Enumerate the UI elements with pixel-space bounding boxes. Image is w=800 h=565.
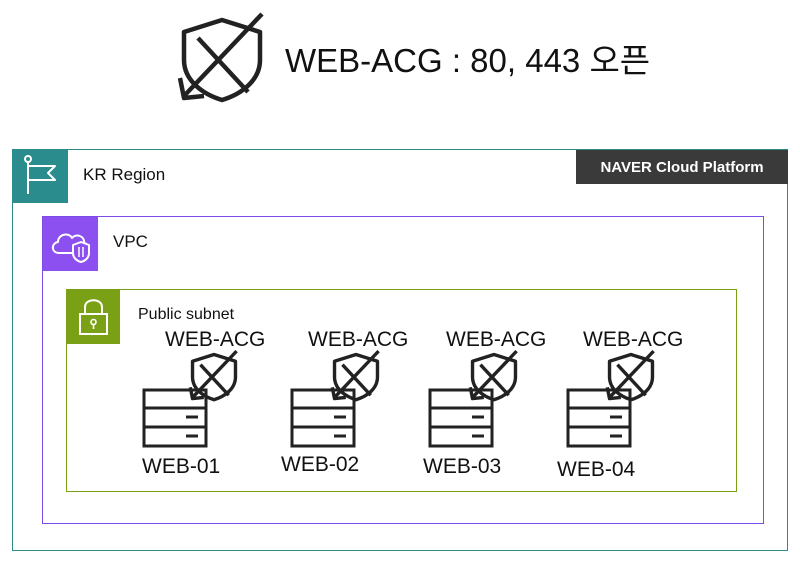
server-icon (428, 388, 494, 448)
vpc-badge (43, 217, 98, 271)
server-name: WEB-02 (281, 453, 360, 476)
acg-label: WEB-ACG (308, 328, 409, 351)
region-label: KR Region (83, 165, 166, 184)
subnet-container: Public subnet (66, 289, 737, 492)
acg-label: WEB-ACG (165, 328, 266, 351)
server-icon (290, 388, 356, 448)
server-name: WEB-03 (423, 455, 502, 478)
server-icon (142, 388, 208, 448)
acg-label: WEB-ACG (583, 328, 684, 351)
vpc-container: VPC (42, 216, 764, 524)
page-title: WEB-ACG : 80, 443 오픈 (285, 42, 651, 79)
subnet-label: Public subnet (138, 306, 235, 323)
server-name: WEB-04 (557, 458, 636, 481)
shield-off-icon (177, 12, 264, 103)
padlock-icon (79, 299, 108, 335)
brand-badge: NAVER Cloud Platform (576, 150, 788, 184)
server-icon (566, 388, 632, 448)
acg-label: WEB-ACG (446, 328, 547, 351)
server-name: WEB-01 (142, 455, 221, 478)
region-container: KR Region NAVER Cloud Platform (12, 149, 788, 551)
flag-icon (24, 155, 56, 194)
vpc-label: VPC (113, 232, 148, 251)
region-badge (13, 150, 68, 203)
subnet-badge (67, 290, 120, 344)
cloud-shield-icon (51, 233, 90, 263)
